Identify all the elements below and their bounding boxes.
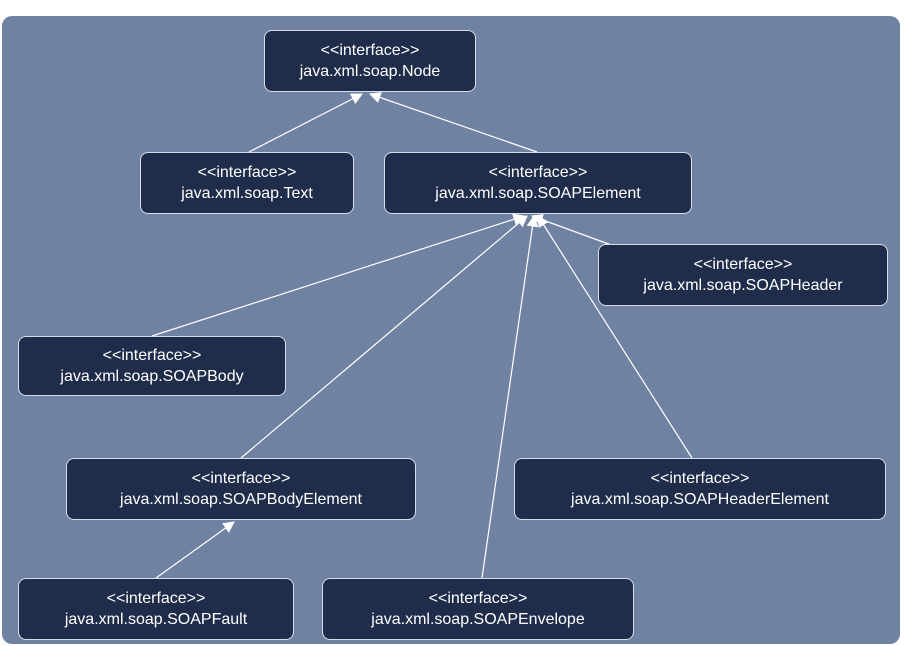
- node-name: java.xml.soap.SOAPElement: [435, 185, 641, 202]
- edge-soapelement-to-node: [369, 93, 538, 153]
- arrowhead-soapenvelope-to-soapelement: [526, 214, 539, 228]
- class-node-soapelement[interactable]: <<interface>> java.xml.soap.SOAPElement: [384, 152, 692, 214]
- node-stereotype: <<interface>>: [693, 256, 793, 273]
- node-name: java.xml.soap.SOAPHeaderElement: [571, 491, 829, 508]
- arrowhead-soapbodyelement-to-soapelement: [515, 215, 528, 228]
- edge-text-to-node: [248, 93, 363, 153]
- edge-soapfault-to-soapbodyelement: [155, 521, 235, 579]
- arrowhead-soapfault-to-soapbodyelement: [222, 521, 235, 533]
- node-name: java.xml.soap.SOAPEnvelope: [371, 611, 585, 628]
- class-node-soapheaderelement[interactable]: <<interface>> java.xml.soap.SOAPHeaderEl…: [514, 458, 886, 520]
- class-node-soapbody[interactable]: <<interface>> java.xml.soap.SOAPBody: [18, 336, 286, 396]
- node-stereotype: <<interface>>: [197, 164, 297, 181]
- node-stereotype: <<interface>>: [650, 470, 750, 487]
- arrowhead-soapheaderelement-to-soapelement: [537, 215, 549, 228]
- node-name: java.xml.soap.SOAPBody: [60, 368, 244, 385]
- arrowhead-text-to-node: [349, 93, 363, 104]
- class-node-text[interactable]: <<interface>> java.xml.soap.Text: [140, 152, 354, 214]
- class-node-soapbodyelement[interactable]: <<interface>> java.xml.soap.SOAPBodyElem…: [66, 458, 416, 520]
- class-node-soapfault[interactable]: <<interface>> java.xml.soap.SOAPFault: [18, 578, 294, 640]
- node-name: java.xml.soap.Node: [299, 63, 441, 80]
- node-stereotype: <<interface>>: [191, 470, 291, 487]
- node-name: java.xml.soap.SOAPFault: [64, 611, 248, 628]
- node-stereotype: <<interface>>: [320, 42, 420, 59]
- node-stereotype: <<interface>>: [428, 590, 528, 607]
- node-stereotype: <<interface>>: [102, 347, 202, 364]
- arrowhead-soapelement-to-node: [368, 92, 382, 103]
- node-name: java.xml.soap.Text: [181, 185, 313, 202]
- inheritance-edges: [151, 92, 693, 579]
- node-stereotype: <<interface>>: [488, 164, 588, 181]
- class-node-node[interactable]: <<interface>> java.xml.soap.Node: [264, 30, 476, 92]
- diagram-canvas: <<interface>> java.xml.soap.Node <<inter…: [2, 16, 900, 644]
- edge-soapenvelope-to-soapelement: [481, 215, 535, 579]
- node-name: java.xml.soap.SOAPBodyElement: [120, 491, 362, 508]
- edge-soapheaderelement-to-soapelement: [537, 215, 693, 459]
- edge-soapbodyelement-to-soapelement: [240, 215, 528, 459]
- edge-soapbody-to-soapelement: [151, 215, 525, 337]
- class-node-soapheader[interactable]: <<interface>> java.xml.soap.SOAPHeader: [598, 244, 888, 306]
- class-node-soapenvelope[interactable]: <<interface>> java.xml.soap.SOAPEnvelope: [322, 578, 634, 640]
- node-name: java.xml.soap.SOAPHeader: [643, 277, 843, 294]
- node-stereotype: <<interface>>: [106, 590, 206, 607]
